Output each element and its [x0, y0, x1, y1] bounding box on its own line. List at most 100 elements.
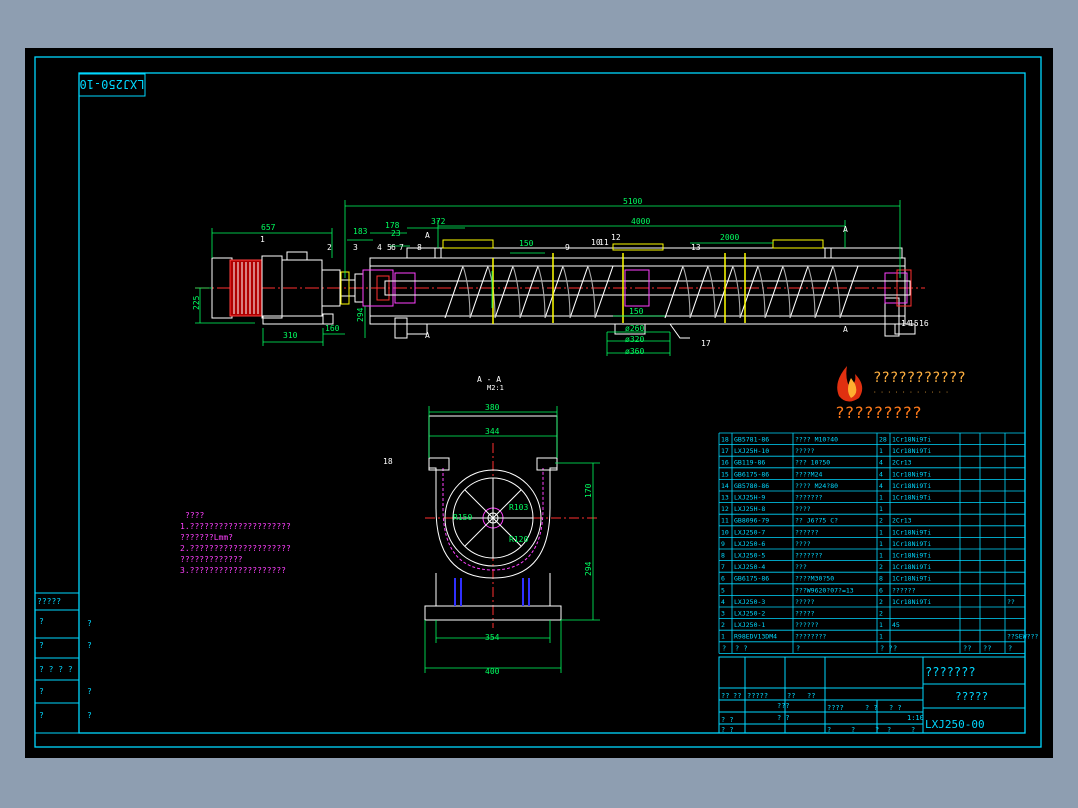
- bom-cell: 10: [721, 528, 729, 536]
- part-label-10: 10: [591, 238, 601, 247]
- bom-cell: ????M24: [795, 470, 822, 478]
- bom-cell: 4: [879, 470, 883, 478]
- bom-cell: 1Cr18Ni9Ti: [892, 436, 931, 444]
- bom-cell: ?????: [795, 598, 815, 606]
- left-strip: ????? ? ? ? ? ? ? ? ? ? ? ? ?: [34, 592, 92, 734]
- logo-text: ???????????: [873, 370, 966, 386]
- tb-cell-5: ???: [777, 702, 790, 710]
- bom-cell: 3: [721, 610, 725, 618]
- corner-tag-text: LXJ250-10: [79, 77, 144, 91]
- dim-260: ø260: [625, 324, 644, 333]
- dim-r150: R150: [453, 513, 472, 522]
- bom-cell: GB5780-86: [734, 482, 769, 490]
- dim-178: 178: [385, 221, 400, 230]
- tb-cell-12: ?: [827, 726, 831, 734]
- bom-cell: 1: [879, 447, 883, 455]
- bom-cell: 18: [721, 436, 729, 444]
- part-label-6: 6: [391, 243, 396, 252]
- bom-cell: 13: [721, 494, 729, 502]
- dim-r103: R103: [509, 503, 528, 512]
- bom-cell: 1: [879, 633, 883, 641]
- bom-cell: LXJ250-5: [734, 552, 765, 560]
- svg-text:A: A: [425, 331, 430, 340]
- bom-cell: 6: [721, 575, 725, 583]
- bom-cell: 1: [879, 552, 883, 560]
- bom-cell: ???? M10?40: [795, 436, 838, 444]
- bom-cell: ????M30?50: [795, 575, 834, 583]
- bom-cell: LXJ250-4: [734, 563, 765, 571]
- dim-400: 400: [485, 667, 500, 676]
- bom-cell: 2Cr13: [892, 459, 912, 467]
- section-scale: M2:1: [487, 384, 504, 392]
- tb-cell-2: ?????: [747, 692, 768, 700]
- strip-text-5: ?: [39, 711, 44, 720]
- part-labels: 1 2 3 4 5 6 7 8 9 10 11 12 13 14 15 16 1…: [260, 233, 929, 466]
- dim-183: 183: [353, 227, 368, 236]
- title-name: ?????: [955, 690, 988, 703]
- bom-cell: LXJ25H-9: [734, 494, 765, 502]
- tb-cell-1: ??: [733, 692, 741, 700]
- bom-cell: 12: [721, 505, 729, 513]
- dim-310: 310: [283, 331, 298, 340]
- bom-cell: ???: [795, 563, 807, 571]
- bom-cell: GB119-86: [734, 459, 765, 467]
- bom-cell: 14: [721, 482, 729, 490]
- bom-cell: ??????: [795, 528, 819, 536]
- bom-cell: 4: [721, 598, 725, 606]
- bom-cell: ???????: [795, 552, 822, 560]
- part-label-3: 3: [353, 243, 358, 252]
- svg-text:A: A: [425, 231, 430, 240]
- outer-frame: [34, 56, 1042, 748]
- dim-170: 170: [584, 483, 593, 498]
- tb-cell-6: ????: [827, 704, 844, 712]
- bom-cell: LXJ250-6: [734, 540, 765, 548]
- dim-5100: 5100: [623, 197, 642, 206]
- part-label-5: 5: [387, 243, 392, 252]
- bom-cell: R98EDV13DM4: [734, 633, 777, 641]
- note-1b: ???????Lmm?: [180, 533, 233, 542]
- bom-cell: ??????: [892, 586, 916, 594]
- svg-text:A: A: [843, 225, 848, 234]
- strip-mark-2: ?: [87, 687, 92, 696]
- note-2b: ?????????????: [180, 555, 243, 564]
- bom-cell: LXJ250-7: [734, 528, 765, 536]
- bom-cell: 8: [721, 552, 725, 560]
- bom-cell: 1Cr18Ni9Ti: [892, 563, 931, 571]
- bom-cell: 2: [879, 598, 883, 606]
- bom-cell: 28: [879, 436, 887, 444]
- bom-cell: ???? M24?80: [795, 482, 838, 490]
- tb-cell-15: ?: [887, 726, 891, 734]
- bom-cell: LXJ250-1: [734, 621, 765, 629]
- tb-cell-9: ? ?: [721, 716, 734, 724]
- strip-mark-1: ?: [87, 641, 92, 650]
- tb-cell-3: ??: [787, 692, 795, 700]
- bom-cell: 2: [879, 610, 883, 618]
- note-2: 2.?????????????????????: [180, 544, 291, 553]
- bom-cell: 9: [721, 540, 725, 548]
- bom-header-cell: ??: [983, 644, 991, 652]
- bom-cell: 1Cr18Ni9Ti: [892, 528, 931, 536]
- tb-cell-14: ?: [875, 726, 879, 734]
- bom-cell: 1: [879, 528, 883, 536]
- dim-380: 380: [485, 403, 500, 412]
- bom-cell: ???????: [795, 494, 822, 502]
- dim-657: 657: [261, 223, 276, 232]
- bom-cell: 2: [721, 621, 725, 629]
- section-markers: AA AA: [425, 225, 848, 340]
- bom-remark: ??: [1007, 598, 1015, 606]
- part-label-4: 4: [377, 243, 382, 252]
- bom-header-cell: ?: [893, 644, 897, 652]
- dim-294-section: 294: [584, 561, 593, 576]
- bom-header-cell: ? ?: [735, 644, 748, 652]
- bom-cell: GB8096-79: [734, 517, 769, 525]
- note-1: 1.?????????????????????: [180, 522, 291, 531]
- section-view: A - A M2:1: [424, 375, 600, 676]
- bom-cell: 5: [721, 586, 725, 594]
- bom-cell: ????: [795, 540, 811, 548]
- bom-header-cell: ? ?: [880, 644, 893, 652]
- strip-text-4: ?: [39, 687, 44, 696]
- tb-cell-11: ? ?: [777, 714, 790, 722]
- bom-cell: 7: [721, 563, 725, 571]
- bom-cell: 17: [721, 447, 729, 455]
